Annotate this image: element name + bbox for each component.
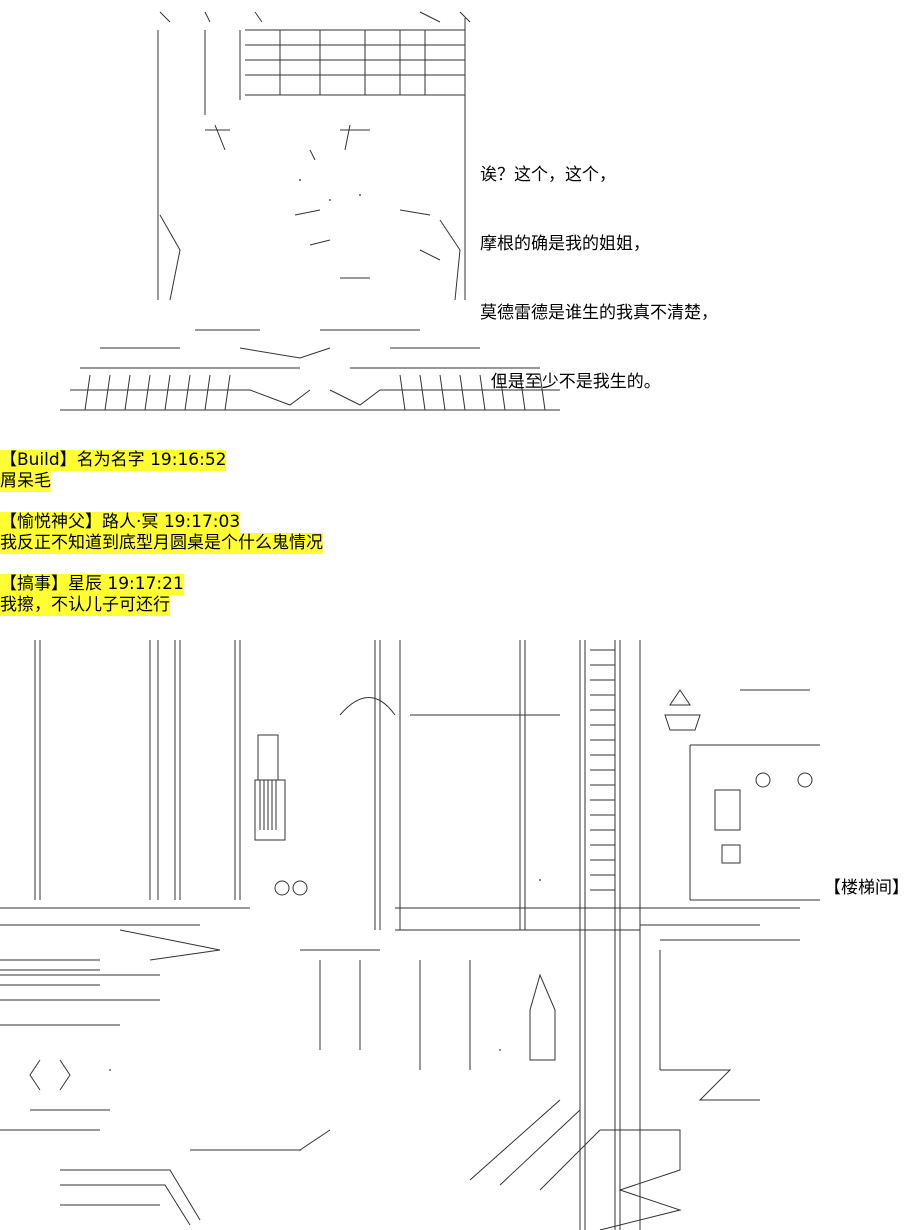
chat-comment: 【搞事】星辰 19:17:21 我擦，不认儿子可还行	[0, 574, 184, 616]
ascii-art-scene	[0, 640, 820, 1230]
speech-line: 莫德雷德是谁生的我真不清楚，	[480, 303, 718, 323]
speech-line: 摩根的确是我的姐姐，	[480, 234, 650, 254]
chat-time: 19:17:03	[163, 512, 241, 532]
chat-time: 19:17:21	[107, 574, 184, 594]
chat-name: 路人·冥	[102, 512, 159, 532]
chat-message: 我反正不知道到底型月圆桌是个什么鬼情况	[0, 533, 323, 554]
speech-text: 诶？这个，这个， 摩根的确是我的姐姐， 莫德雷德是谁生的我真不清楚， 但是至少不…	[480, 118, 718, 417]
chat-name: 星辰	[68, 574, 102, 594]
chat-comment: 【愉悦神父】路人·冥 19:17:03 我反正不知道到底型月圆桌是个什么鬼情况	[0, 512, 323, 554]
chat-tag: 【搞事】	[0, 574, 68, 594]
chat-header: 【搞事】星辰 19:17:21	[0, 574, 184, 595]
speech-line: 但是至少不是我生的。	[480, 372, 661, 392]
chat-header: 【Build】名为名字 19:16:52	[0, 450, 227, 471]
chat-comment: 【Build】名为名字 19:16:52 屑呆毛	[0, 450, 227, 492]
chat-tag: 【愉悦神父】	[0, 512, 102, 532]
location-label: 【楼梯间】	[824, 878, 909, 898]
chat-message: 我擦，不认儿子可还行	[0, 595, 170, 616]
chat-message: 屑呆毛	[0, 471, 51, 492]
chat-header: 【愉悦神父】路人·冥 19:17:03	[0, 512, 241, 533]
chat-time: 19:16:52	[150, 450, 227, 470]
chat-name: 名为名字	[76, 450, 145, 470]
ascii-art-figure	[60, 11, 560, 411]
speech-line: 诶？这个，这个，	[480, 165, 616, 185]
chat-tag: 【Build】	[0, 450, 77, 470]
